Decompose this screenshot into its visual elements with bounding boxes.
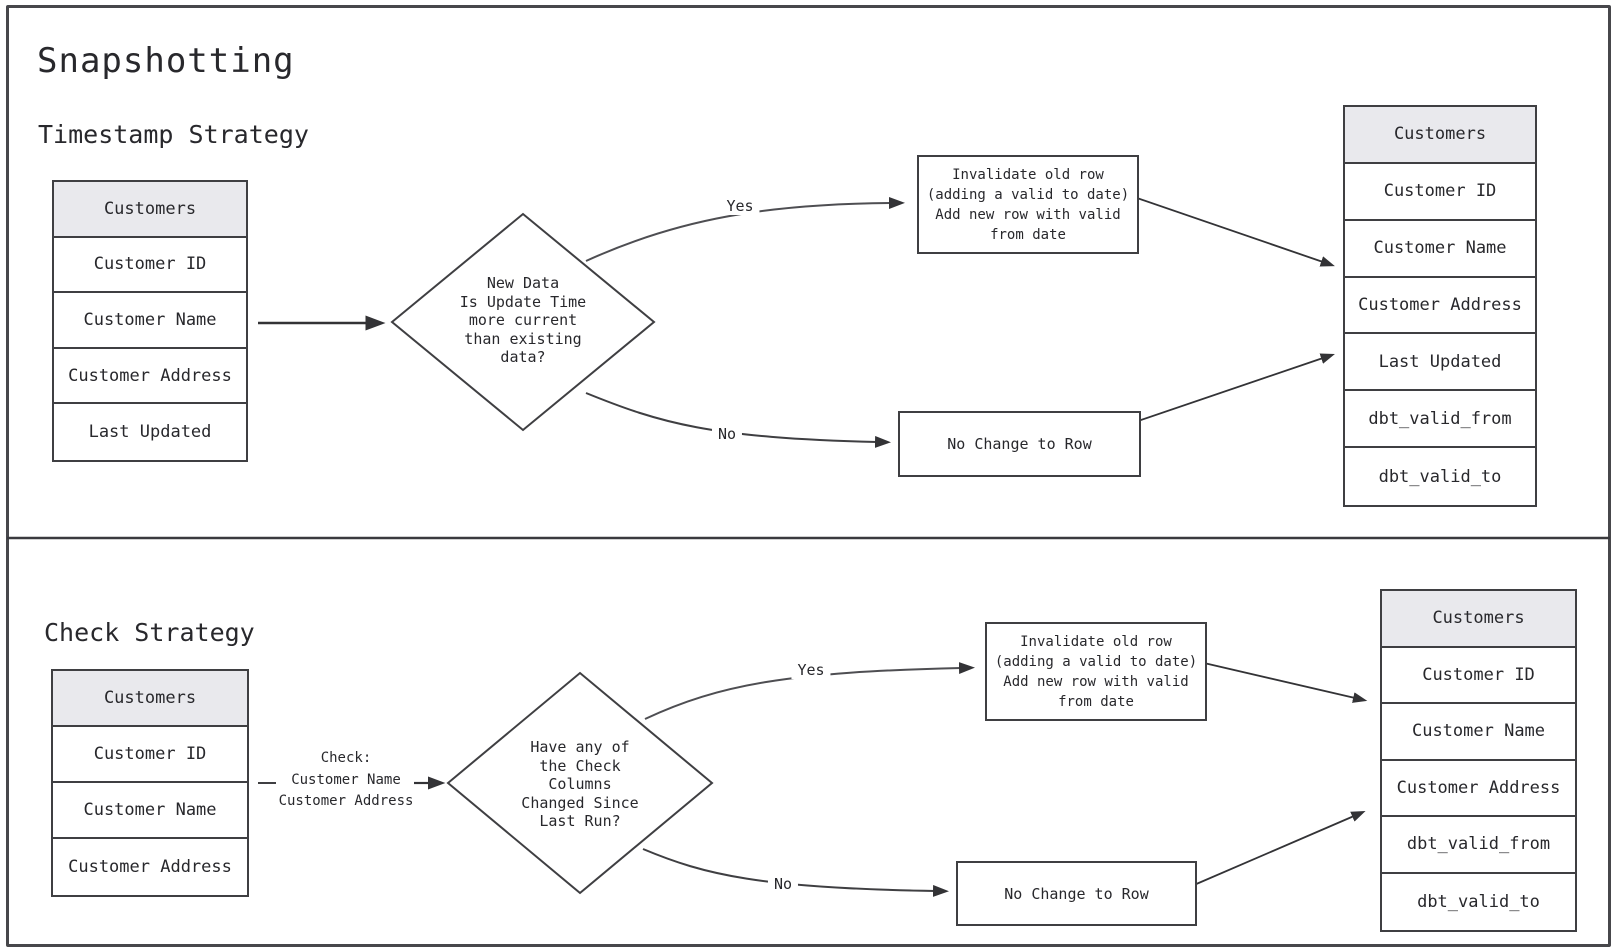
table-header: Customers (1345, 107, 1535, 164)
table-row: Customer ID (53, 727, 247, 783)
check-strategy-heading: Check Strategy (44, 618, 255, 647)
ts-invalidate-box: Invalidate old row (adding a valid to da… (917, 155, 1139, 254)
table-row: dbt_valid_from (1345, 391, 1535, 449)
table-row: dbt_valid_to (1417, 891, 1540, 912)
table-row: Customer Address (1345, 278, 1535, 335)
ck-target-table: Customers Customer ID Customer Name Cust… (1380, 589, 1577, 932)
table-row: Customer ID (54, 238, 246, 294)
table-row: Customer Name (1382, 704, 1575, 761)
arrow-ck-nochange-to-target (1193, 811, 1366, 886)
edge-ck-no (642, 848, 949, 897)
arrow-ts-invalidate-to-target (1136, 197, 1335, 267)
table-row: Customer Name (1345, 221, 1535, 278)
ck-source-table: Customers Customer ID Customer Name Cust… (51, 669, 249, 897)
table-row: Customer Address (68, 857, 232, 877)
table-row: Customer Name (54, 293, 246, 349)
page-title: Snapshotting (37, 41, 295, 81)
ts-yes-label: Yes (720, 197, 760, 215)
ck-no-change-box: No Change to Row (956, 861, 1197, 926)
decision-diamond-timestamp (390, 212, 656, 432)
edge-ts-yes (585, 197, 905, 262)
ts-decision-text: New Data Is Update Time more current tha… (459, 274, 587, 366)
table-row: Customer Name (53, 783, 247, 839)
outer-border (6, 5, 1611, 947)
table-header: Customers (54, 182, 246, 238)
ck-no-label: No (767, 875, 799, 893)
ts-target-table: Customers Customer ID Customer Name Cust… (1343, 105, 1537, 507)
edge-ck-yes (644, 662, 975, 720)
table-row: dbt_valid_to (1378, 466, 1502, 487)
table-row: Customer ID (1382, 648, 1575, 704)
arrow-ts-nochange-to-target (1137, 353, 1335, 422)
table-row: dbt_valid_from (1382, 817, 1575, 874)
table-row: Customer Address (54, 349, 246, 405)
ck-decision-text: Have any of the Check Columns Changed Si… (521, 738, 639, 830)
ck-check-columns-label: Check: Customer Name Customer Address (278, 749, 414, 809)
table-row: Customer ID (1345, 164, 1535, 221)
ts-source-table: Customers Customer ID Customer Name Cust… (52, 180, 248, 462)
table-row: Customer Address (1382, 761, 1575, 817)
table-row: Last Updated (88, 422, 212, 443)
decision-diamond-check (446, 671, 714, 895)
ts-no-label: No (711, 425, 743, 443)
ck-invalidate-box: Invalidate old row (adding a valid to da… (985, 622, 1207, 721)
timestamp-strategy-heading: Timestamp Strategy (38, 120, 309, 149)
ts-no-change-box: No Change to Row (898, 411, 1141, 477)
ck-yes-label: Yes (791, 661, 831, 679)
table-row: Last Updated (1345, 334, 1535, 392)
table-header: Customers (53, 671, 247, 727)
arrow-ck-invalidate-to-target (1203, 662, 1368, 703)
table-header: Customers (1382, 591, 1575, 648)
edge-ts-no (585, 392, 891, 448)
